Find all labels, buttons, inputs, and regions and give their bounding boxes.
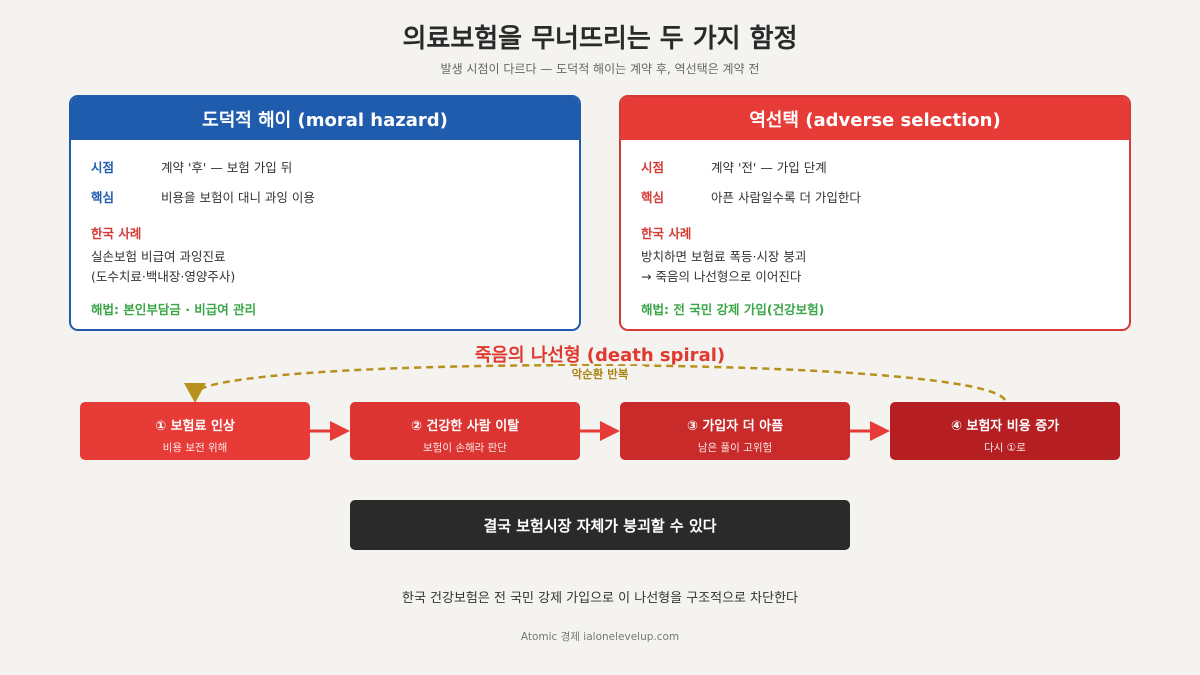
spiral-step-2: ② 건강한 사람 이탈 보험이 손해라 판단	[350, 402, 580, 460]
step-subtitle: 다시 ①로	[984, 442, 1026, 454]
credit: Atomic 경제 ialonelevelup.com	[520, 631, 680, 643]
timing-value: 계약 '후' — 보험 가입 뒤	[161, 160, 293, 175]
step-subtitle: 비용 보전 위해	[162, 442, 228, 454]
step-arrow	[310, 421, 350, 441]
step-title: ② 건강한 사람 이탈	[410, 419, 520, 434]
step-title: ③ 가입자 더 아픔	[686, 419, 784, 434]
step-arrow	[580, 421, 620, 441]
core-value: 비용을 보험이 대니 과잉 이용	[161, 190, 315, 205]
moral-hazard-solution: 해법: 본인부담금 · 비급여 관리	[91, 302, 257, 317]
timing-key: 시점	[641, 160, 665, 175]
adverse-selection-case-label: 한국 사례	[641, 226, 692, 241]
loop-arrowhead	[184, 383, 206, 403]
conclusion-banner: 결국 보험시장 자체가 붕괴할 수 있다	[350, 500, 850, 550]
core-value: 아픈 사람일수록 더 가입한다	[711, 190, 861, 205]
footnote: 한국 건강보험은 전 국민 강제 가입으로 이 나선형을 구조적으로 차단한다	[402, 591, 798, 606]
page-subtitle: 발생 시점이 다르다 — 도덕적 해이는 계약 후, 역선택은 계약 전	[440, 62, 760, 76]
step-arrow	[850, 421, 890, 441]
moral-hazard-case-text: 실손보험 비급여 과잉진료 (도수치료·백내장·영양주사)	[91, 247, 235, 287]
adverse-selection-timing-row: 시점 계약 '전' — 가입 단계	[641, 157, 827, 176]
moral-hazard-header: 도덕적 해이 (moral hazard)	[71, 97, 579, 140]
adverse-selection-header: 역선택 (adverse selection)	[621, 97, 1129, 140]
step-subtitle: 남은 풀이 고위험	[697, 442, 773, 454]
core-key: 핵심	[641, 190, 665, 205]
page-title: 의료보험을 무너뜨리는 두 가지 함정	[402, 24, 798, 54]
spiral-step-1: ① 보험료 인상 비용 보전 위해	[80, 402, 310, 460]
spiral-step-3: ③ 가입자 더 아픔 남은 풀이 고위험	[620, 402, 850, 460]
adverse-selection-case-text: 방치하면 보험료 폭등·시장 붕괴 → 죽음의 나선형으로 이어진다	[641, 247, 806, 287]
core-key: 핵심	[91, 190, 115, 205]
moral-hazard-core-row: 핵심 비용을 보험이 대니 과잉 이용	[91, 187, 315, 206]
timing-value: 계약 '전' — 가입 단계	[711, 160, 827, 175]
loop-back-arrow	[195, 363, 1007, 401]
case-line: (도수치료·백내장·영양주사)	[91, 269, 236, 284]
moral-hazard-timing-row: 시점 계약 '후' — 보험 가입 뒤	[91, 157, 292, 176]
vicious-cycle-label: 악순환 반복	[555, 366, 645, 382]
timing-key: 시점	[91, 160, 115, 175]
step-subtitle: 보험이 손해라 판단	[423, 442, 507, 454]
adverse-selection-card: 역선택 (adverse selection) 시점 계약 '전' — 가입 단…	[619, 95, 1131, 331]
adverse-selection-solution: 해법: 전 국민 강제 가입(건강보험)	[641, 302, 825, 317]
moral-hazard-case-label: 한국 사례	[91, 226, 142, 241]
spiral-step-4: ④ 보험자 비용 증가 다시 ①로	[890, 402, 1120, 460]
case-line: → 죽음의 나선형으로 이어진다	[641, 269, 802, 284]
step-title: ① 보험료 인상	[155, 419, 235, 434]
death-spiral-title: 죽음의 나선형 (death spiral)	[474, 345, 726, 366]
step-title: ④ 보험자 비용 증가	[950, 419, 1060, 434]
case-line: 방치하면 보험료 폭등·시장 붕괴	[641, 249, 807, 264]
adverse-selection-core-row: 핵심 아픈 사람일수록 더 가입한다	[641, 187, 861, 206]
case-line: 실손보험 비급여 과잉진료	[91, 249, 226, 264]
moral-hazard-card: 도덕적 해이 (moral hazard) 시점 계약 '후' — 보험 가입 …	[69, 95, 581, 331]
